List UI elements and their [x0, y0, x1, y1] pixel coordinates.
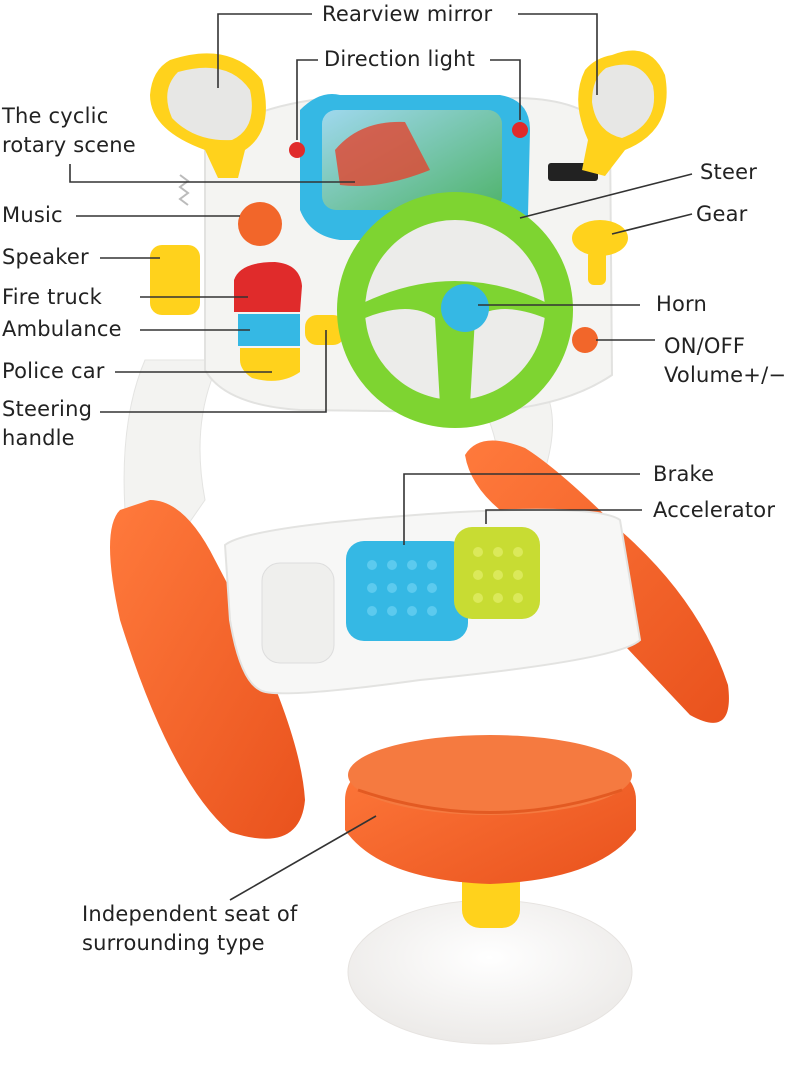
label-ambulance: Ambulance: [2, 317, 122, 341]
label-independent-seat: Independent seat of surrounding type: [82, 902, 298, 955]
label-on-off-volume: ON/OFF Volume+/−: [664, 334, 787, 387]
steering-wheel[interactable]: [337, 192, 573, 428]
speaker: [150, 174, 200, 315]
label-brake: Brake: [653, 462, 715, 486]
label-police-car: Police car: [2, 359, 105, 383]
right-direction-light[interactable]: [512, 122, 528, 138]
leader-lines: [69, 13, 693, 901]
gear-stick[interactable]: [572, 220, 628, 256]
pedal-board: [223, 508, 642, 695]
label-steer: Steer: [700, 160, 758, 184]
left-direction-light[interactable]: [289, 142, 305, 158]
accelerator-pedal[interactable]: [454, 527, 540, 619]
fire-truck-button[interactable]: [234, 262, 302, 312]
left-mirror: [150, 53, 266, 179]
right-mirror: [578, 50, 667, 176]
label-cyclic-rotary-scene: The cyclic rotary scene: [2, 104, 136, 157]
horn-button[interactable]: [441, 284, 489, 332]
label-gear: Gear: [696, 202, 748, 226]
seat: [345, 735, 636, 1045]
label-accelerator: Accelerator: [653, 498, 776, 522]
label-rearview-mirror: Rearview mirror: [322, 2, 493, 26]
vehicle-sound-buttons: [234, 262, 302, 381]
label-steering-handle: Steering handle: [2, 397, 93, 450]
steering-handle[interactable]: [305, 315, 345, 345]
on-off-button[interactable]: [572, 327, 598, 353]
label-horn: Horn: [656, 292, 708, 316]
brake-pedal[interactable]: [346, 541, 468, 641]
label-speaker: Speaker: [2, 245, 89, 269]
label-fire-truck: Fire truck: [2, 285, 103, 309]
music-button[interactable]: [238, 202, 282, 246]
label-music: Music: [2, 203, 63, 227]
label-direction-light: Direction light: [324, 47, 476, 71]
